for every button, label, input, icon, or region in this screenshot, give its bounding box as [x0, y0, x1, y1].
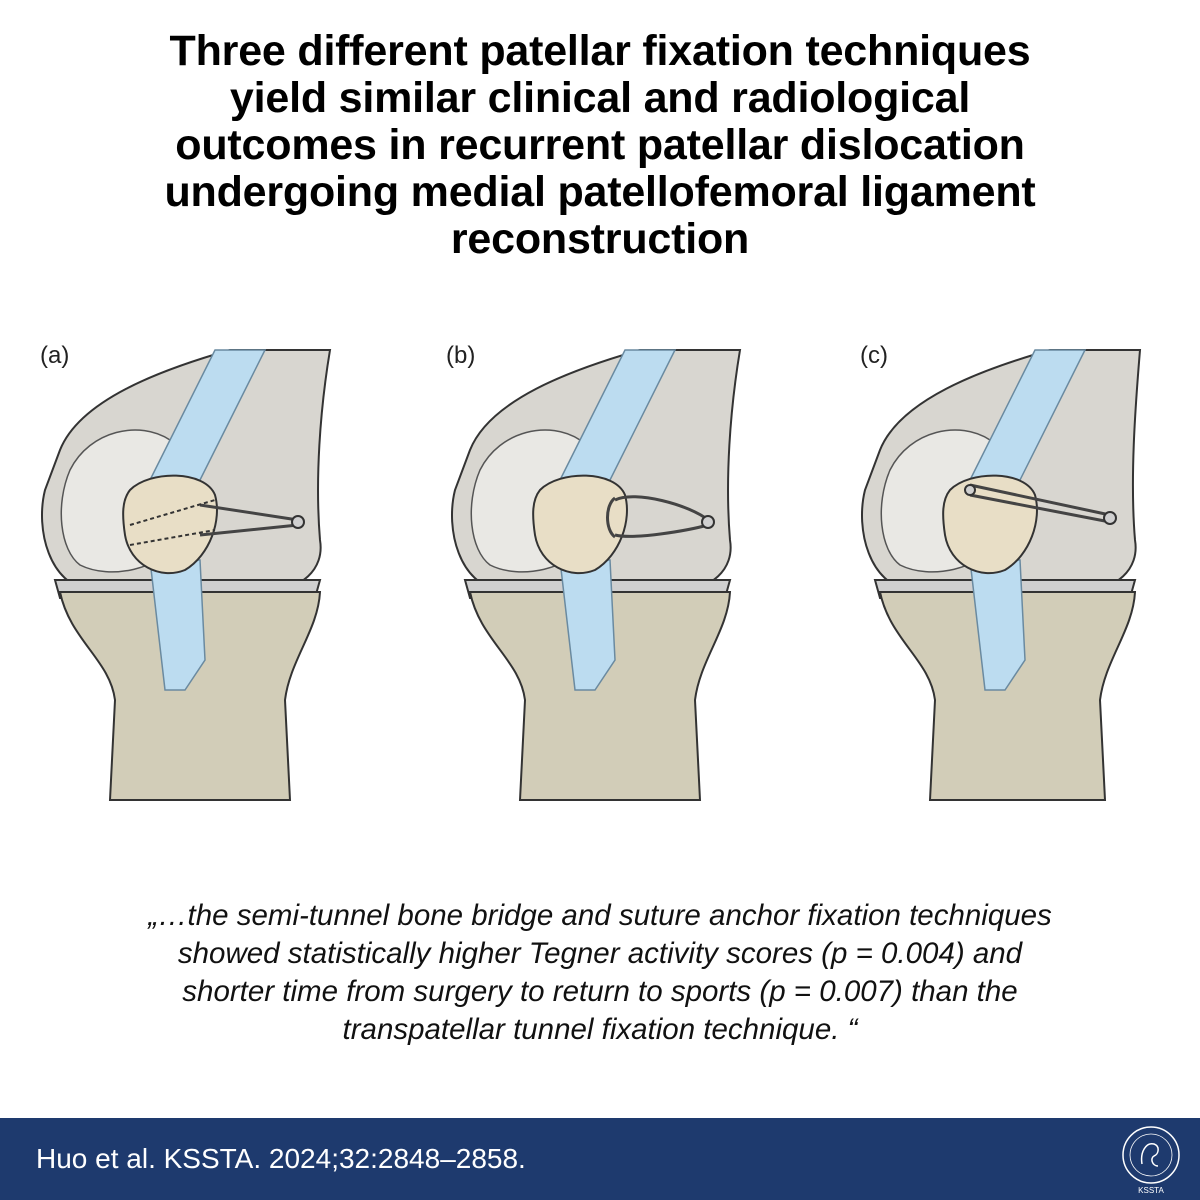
headline: Three different patellar fixation techni… [40, 28, 1160, 263]
panel-label-c: (c) [860, 342, 888, 369]
key-finding-quote: „…the semi-tunnel bone bridge and suture… [40, 897, 1160, 1049]
headline-line: yield similar clinical and radiological [229, 74, 971, 122]
knee-illustration-c [861, 349, 1142, 801]
quote-line: „…the semi-tunnel bone bridge and suture… [148, 899, 1052, 932]
ksstа-logo: KSSTA [1122, 1126, 1180, 1195]
citation: Huo et al. KSSTA. 2024;32:2848–2858. [36, 1143, 526, 1174]
knee-illustration-b [451, 349, 742, 801]
panel-b: (b) [410, 330, 810, 830]
quote-line: shorter time from surgery to return to s… [182, 975, 1018, 1008]
panel-a: (a) [0, 330, 400, 830]
logo-text: KSSTA [1138, 1186, 1164, 1195]
headline-line: undergoing medial patellofemoral ligamen… [164, 168, 1036, 216]
quote-line: showed statistically higher Tegner activ… [177, 937, 1023, 970]
footer-bar: Huo et al. KSSTA. 2024;32:2848–2858. KSS… [0, 1118, 1200, 1200]
panel-label-b: (b) [446, 342, 476, 369]
panel-c: (c) [820, 330, 1200, 830]
knee-illustrations: (a) (b) (c) [0, 330, 1200, 830]
headline-line: outcomes in recurrent patellar dislocati… [175, 121, 1025, 169]
panel-label-a: (a) [40, 342, 70, 369]
quote-line: transpatellar tunnel fixation technique.… [342, 1013, 858, 1046]
headline-line: reconstruction [450, 215, 750, 263]
knee-illustration-a [41, 349, 332, 801]
headline-line: Three different patellar fixation techni… [169, 27, 1031, 75]
